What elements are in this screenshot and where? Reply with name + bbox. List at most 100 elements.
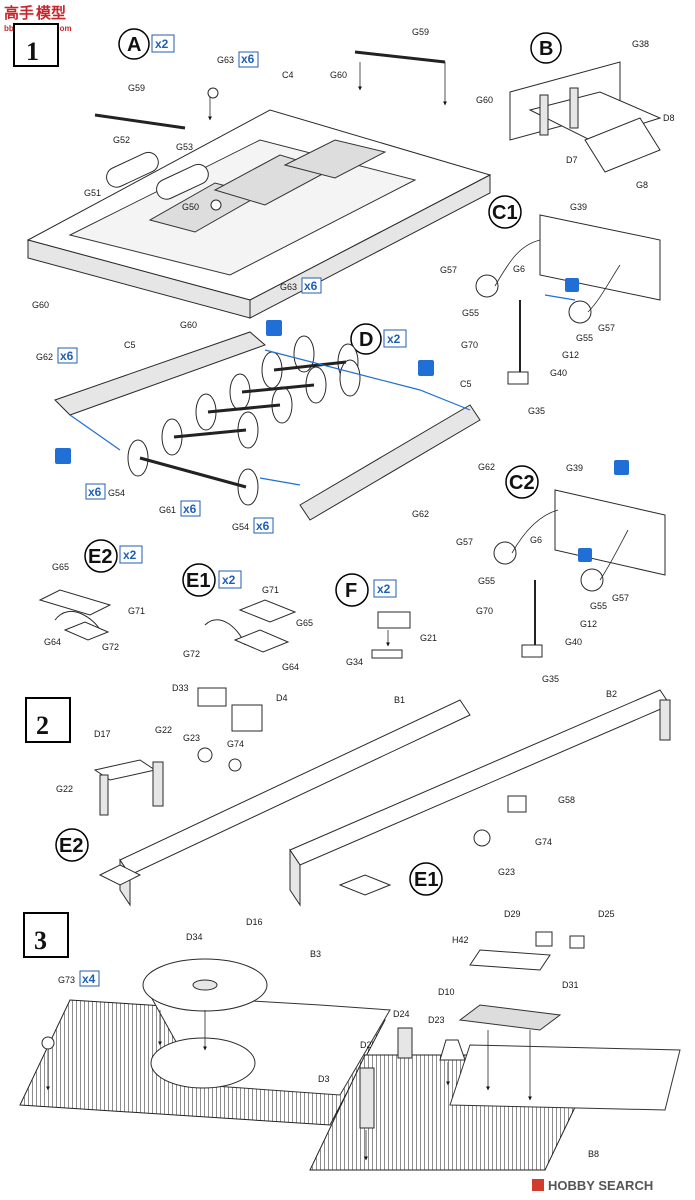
label-g35: G35	[542, 674, 559, 684]
assembly-f-drawing	[371, 611, 411, 659]
label-g62: G62	[412, 509, 429, 519]
label-c5: C5	[124, 340, 136, 350]
cement-icon	[266, 320, 282, 336]
assembly-e1-drawing	[204, 599, 297, 653]
callout-d-label: D	[359, 329, 373, 351]
g61-mult-box	[180, 500, 201, 517]
label-g12: G12	[580, 619, 597, 629]
callout-f-label: F	[345, 580, 357, 602]
g63-mult-box	[238, 51, 259, 68]
step-number-box	[13, 23, 59, 67]
label-g54: G54	[232, 522, 249, 532]
watermark-line2: 模型	[36, 4, 66, 22]
label-g39: G39	[570, 202, 587, 212]
label-g54: G54	[108, 488, 125, 498]
label-g62-mult: x6	[60, 349, 74, 363]
label-g12: G12	[562, 350, 579, 360]
label-g60: G60	[330, 70, 347, 80]
label-g70: G70	[461, 340, 478, 350]
g73-mult-box	[79, 970, 100, 987]
label-g61-mult: x6	[183, 502, 197, 516]
label-g34: G34	[346, 657, 363, 667]
step-2: 2 D33 D4 B1 B2 D17 G22 G22 G23 G74 G5	[25, 683, 671, 907]
deck-right-drawing	[309, 931, 681, 1171]
label-d25: D25	[598, 909, 615, 919]
cement-icon	[614, 460, 629, 475]
cement-icon	[565, 278, 579, 292]
callout-a-label: A	[127, 34, 141, 56]
callout-f-mult: x2	[377, 582, 391, 596]
g54a-mult-box	[85, 483, 106, 500]
label-h42: H42	[452, 935, 469, 945]
assembly-e2-drawing	[38, 589, 112, 641]
label-d24: D24	[393, 1009, 410, 1019]
label-g8: G8	[636, 180, 648, 190]
chassis-a-labels: G59 G59 G63 x6 C4 G60 G60 G52 G53 G51 G5…	[32, 27, 493, 330]
label-g74: G74	[227, 739, 244, 749]
label-b3: B3	[310, 949, 321, 959]
callout-d-circle	[350, 323, 382, 355]
label-g22: G22	[155, 725, 172, 735]
g62-mult-box	[57, 347, 78, 364]
callout-f-circle	[335, 573, 369, 607]
label-g21: G21	[420, 633, 437, 643]
label-b1: B1	[394, 695, 405, 705]
label-d17: D17	[94, 729, 111, 739]
step-1: 1 A x2 G59 G59 G63	[13, 23, 675, 684]
label-c4: C4	[282, 70, 294, 80]
label-d34: D34	[186, 932, 203, 942]
label-g23: G23	[183, 733, 200, 743]
frame-drawing	[93, 687, 671, 907]
cement-icon	[55, 448, 71, 464]
hobby-search-logo-icon	[532, 1179, 544, 1191]
label-g40: G40	[550, 368, 567, 378]
label-c5: C5	[460, 379, 472, 389]
label-g59: G59	[128, 83, 145, 93]
assembly-c2-drawing	[493, 489, 666, 658]
callout-e1-circle	[409, 862, 443, 896]
g63b-mult-box	[301, 277, 322, 294]
label-d33: D33	[172, 683, 189, 693]
label-d8: D8	[663, 113, 675, 123]
label-g61: G61	[159, 505, 176, 515]
label-d31: D31	[562, 980, 579, 990]
callout-e1-circle	[182, 563, 216, 597]
callout-e1-label: E1	[414, 869, 438, 891]
label-g71: G71	[128, 606, 145, 616]
label-g72: G72	[102, 642, 119, 652]
callout-c2-circle	[505, 465, 539, 499]
label-g63: G63	[280, 282, 297, 292]
step-3: 3 D34 D16 B3	[19, 909, 681, 1171]
callout-e2-mult-box	[119, 545, 143, 564]
label-d10: D10	[438, 987, 455, 997]
label-g57: G57	[612, 593, 629, 603]
label-g63: G63	[217, 55, 234, 65]
label-g55: G55	[590, 601, 607, 611]
callout-b-label: B	[539, 38, 553, 60]
callout-e1-mult-box	[218, 570, 242, 589]
callout-e2-circle	[55, 828, 89, 862]
label-d7: D7	[566, 155, 578, 165]
label-g38: G38	[632, 39, 649, 49]
chassis-a-drawing	[26, 50, 492, 319]
label-b8: B8	[588, 1149, 599, 1159]
label-g40: G40	[565, 637, 582, 647]
label-g51: G51	[84, 188, 101, 198]
callout-e1-mult: x2	[222, 573, 236, 587]
label-d4: D4	[276, 693, 288, 703]
wheelset-d-drawing	[54, 331, 481, 521]
label-g65: G65	[52, 562, 69, 572]
callout-e2-label: E2	[88, 546, 112, 568]
callout-e2-mult: x2	[123, 548, 137, 562]
label-g74: G74	[535, 837, 552, 847]
label-g55: G55	[576, 333, 593, 343]
label-g54-mult: x6	[88, 485, 102, 499]
cement-icon	[578, 548, 592, 562]
label-g63-mult: x6	[241, 52, 255, 66]
label-g60: G60	[476, 95, 493, 105]
label-g62: G62	[478, 462, 495, 472]
assembly-b-drawing	[509, 61, 662, 173]
callout-e2-circle	[84, 539, 118, 573]
callout-c1-label: C1	[492, 202, 518, 224]
